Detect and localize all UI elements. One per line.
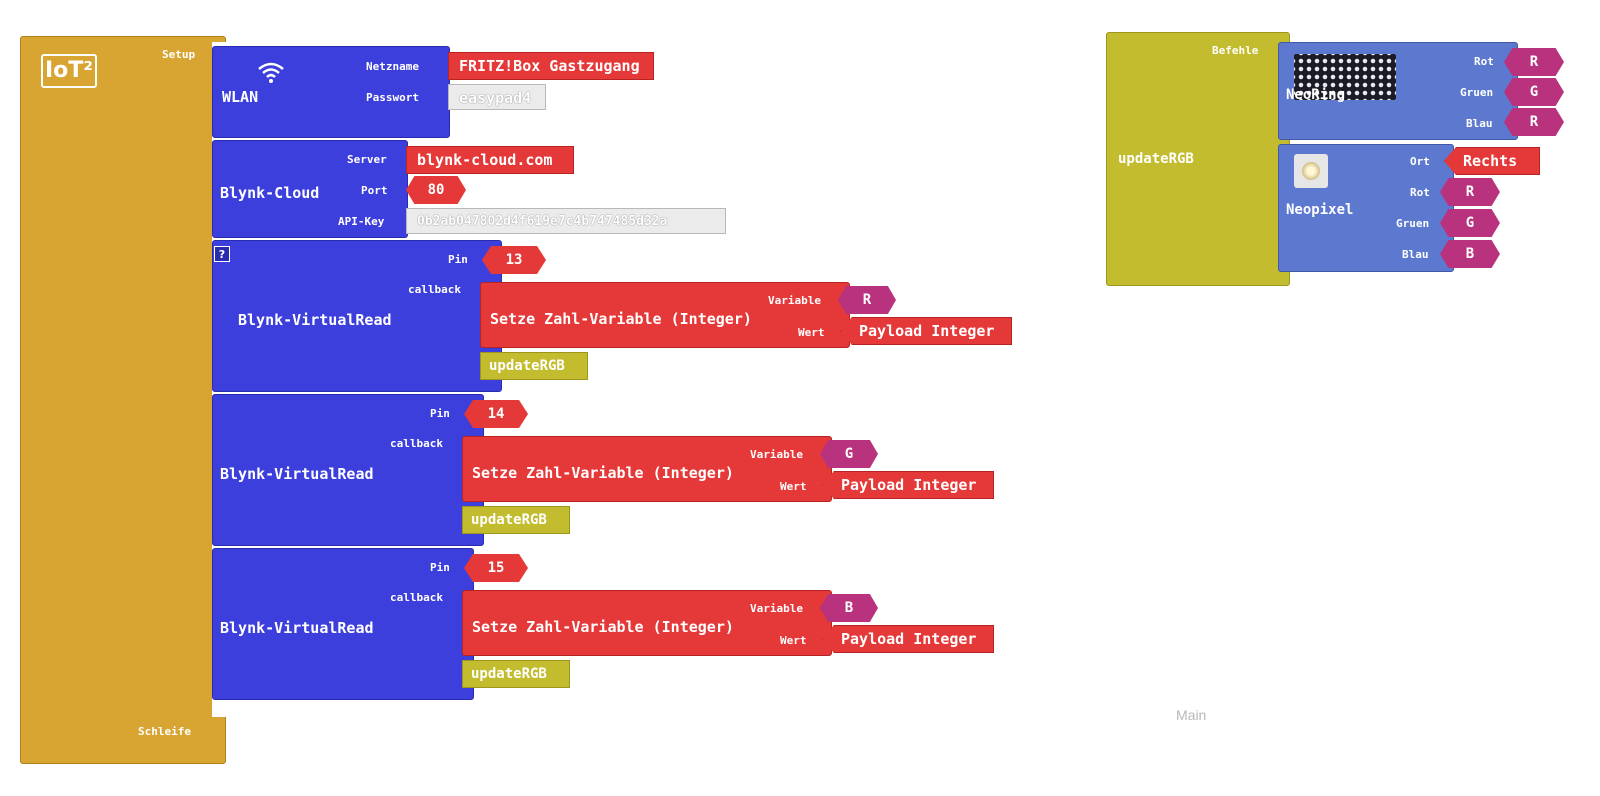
neopixel-green-value[interactable]: G (1440, 209, 1500, 237)
set-integer-variable-block[interactable] (480, 282, 850, 348)
callback-label: callback (390, 437, 443, 450)
wlan-ssid-label: Netzname (366, 60, 419, 73)
variable-label: Variable (768, 294, 821, 307)
blynk-port-label: Port (361, 184, 388, 197)
neopixel-red-value[interactable]: R (1440, 178, 1500, 206)
procedure-definition-block[interactable] (1106, 32, 1290, 286)
blynk-server-field[interactable]: blynk-cloud.com (406, 146, 574, 174)
wlan-password-label: Passwort (366, 91, 419, 104)
blynk-port-field[interactable]: 80 (406, 176, 466, 204)
virtual-read-title: Blynk-VirtualRead (220, 619, 374, 637)
set-integer-variable-block[interactable] (462, 590, 832, 656)
callback-label: callback (408, 283, 461, 296)
variable-label: Variable (750, 448, 803, 461)
logo: IoT² (45, 58, 93, 83)
pin-label: Pin (448, 253, 468, 266)
neoring-matrix-image (1294, 54, 1396, 100)
neopixel-location-label: Ort (1410, 155, 1430, 168)
variable-label: Variable (750, 602, 803, 615)
pin-field[interactable]: 14 (464, 400, 528, 428)
payload-integer-block[interactable]: Payload Integer (822, 471, 994, 499)
wifi-icon (258, 62, 284, 83)
pin-field[interactable]: 13 (482, 246, 546, 274)
loop-label: Schleife (138, 725, 191, 738)
update-rgb-call-block[interactable]: updateRGB (462, 506, 570, 534)
neoring-green-value[interactable]: G (1504, 78, 1564, 106)
neoring-blue-value[interactable]: R (1504, 108, 1564, 136)
neoring-red-value[interactable]: R (1504, 48, 1564, 76)
virtual-read-block[interactable] (212, 240, 502, 392)
blynk-apikey-label: API-Key (338, 215, 385, 228)
virtual-read-title: Blynk-VirtualRead (220, 465, 374, 483)
neopixel-title: Neopixel (1286, 202, 1354, 218)
variable-get-block[interactable]: G (820, 440, 878, 468)
blynk-apikey-field[interactable]: 0b2ab047802d4f619e7c4b747485d32a (406, 208, 726, 234)
virtual-read-title: Blynk-VirtualRead (238, 311, 392, 329)
pin-label: Pin (430, 407, 450, 420)
neopixel-blue-label: Blau (1402, 248, 1429, 261)
help-icon[interactable]: ? (214, 246, 230, 262)
wlan-password-field[interactable]: easypad4 (448, 84, 546, 110)
setup-loop-block[interactable] (20, 36, 226, 764)
virtual-read-block[interactable] (212, 548, 474, 700)
variable-get-block[interactable]: R (838, 286, 896, 314)
update-rgb-call-block[interactable]: updateRGB (480, 352, 588, 380)
neoring-blue-label: Blau (1466, 117, 1493, 130)
wlan-ssid-field[interactable]: FRITZ!Box Gastzugang (448, 52, 654, 80)
set-integer-variable-block[interactable] (462, 436, 832, 502)
set-integer-title: Setze Zahl-Variable (Integer) (490, 310, 752, 328)
wlan-block[interactable] (212, 46, 450, 138)
setup-label: Setup (162, 48, 196, 61)
logo-box (41, 54, 97, 88)
set-integer-title: Setze Zahl-Variable (Integer) (472, 618, 734, 636)
value-label: Wert (798, 326, 825, 339)
neopixel-green-label: Gruen (1396, 217, 1430, 230)
loop-inner-cutout (226, 722, 246, 752)
workspace-tab-label[interactable]: Main (1176, 707, 1207, 723)
blynk-server-label: Server (347, 153, 387, 166)
neoring-title: NeoRing (1286, 87, 1346, 103)
update-rgb-call-block[interactable]: updateRGB (462, 660, 570, 688)
neopixel-location-field[interactable]: Rechts (1444, 147, 1540, 175)
neopixel-blue-value[interactable]: B (1440, 240, 1500, 268)
virtual-read-block[interactable] (212, 394, 484, 546)
value-label: Wert (780, 480, 807, 493)
set-integer-title: Setze Zahl-Variable (Integer) (472, 464, 734, 482)
payload-integer-block[interactable]: Payload Integer (822, 625, 994, 653)
blynk-cloud-title: Blynk-Cloud (220, 184, 320, 202)
pin-label: Pin (430, 561, 450, 574)
neopixel-led-dot (1302, 162, 1320, 180)
value-label: Wert (780, 634, 807, 647)
neoring-green-label: Gruen (1460, 86, 1494, 99)
variable-get-block[interactable]: B (820, 594, 878, 622)
pin-field[interactable]: 15 (464, 554, 528, 582)
neoring-red-label: Rot (1474, 55, 1494, 68)
wlan-title: WLAN (222, 88, 259, 106)
callback-label: callback (390, 591, 443, 604)
payload-integer-block[interactable]: Payload Integer (840, 317, 1012, 345)
commands-label: Befehle (1212, 44, 1259, 57)
blynk-cloud-block[interactable] (212, 140, 408, 238)
neopixel-red-label: Rot (1410, 186, 1430, 199)
procedure-name: updateRGB (1118, 151, 1194, 167)
